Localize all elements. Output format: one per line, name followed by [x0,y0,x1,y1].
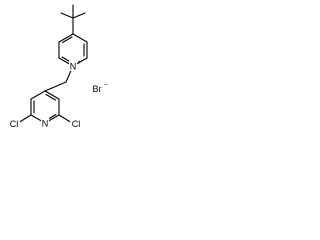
bond-tbu-methyl-left [60,12,74,19]
double-bond-pyridinium-c3-c4 [61,36,73,44]
chlorine-right-label: Cl [72,119,81,129]
label-mask-cl-right [70,118,82,129]
pyridine-nitrogen-label: N [42,119,49,129]
double-bond-dcp-c4-c5 [45,93,57,101]
dichloropyridine-ring [17,90,73,124]
bond-dcp-c4-c3 [30,90,46,100]
label-mask-n-plus [69,61,77,71]
bond-c2-cl [17,114,32,124]
chlorine-left-label: Cl [10,119,19,129]
label-mask-n-ring [41,118,49,128]
chemical-structure: N + N Cl Cl Br − [8,4,108,129]
bond-c6-cl [58,114,73,124]
positive-charge-label: + [78,59,82,66]
tert-butyl-group [60,4,86,35]
negative-charge-label: − [104,82,108,89]
bond-ch2-ring [44,81,67,92]
label-mask-cl-left [8,118,20,129]
pyridinium-nitrogen-label: N [70,62,77,72]
bond-pyridinium-c4-c3 [58,33,74,43]
bond-pyridinium-c5-c4 [72,33,88,43]
bond-dcp-c5-c4 [44,90,60,100]
bromide-label: Br [93,84,102,94]
bond-tbu-methyl-right [72,12,86,19]
